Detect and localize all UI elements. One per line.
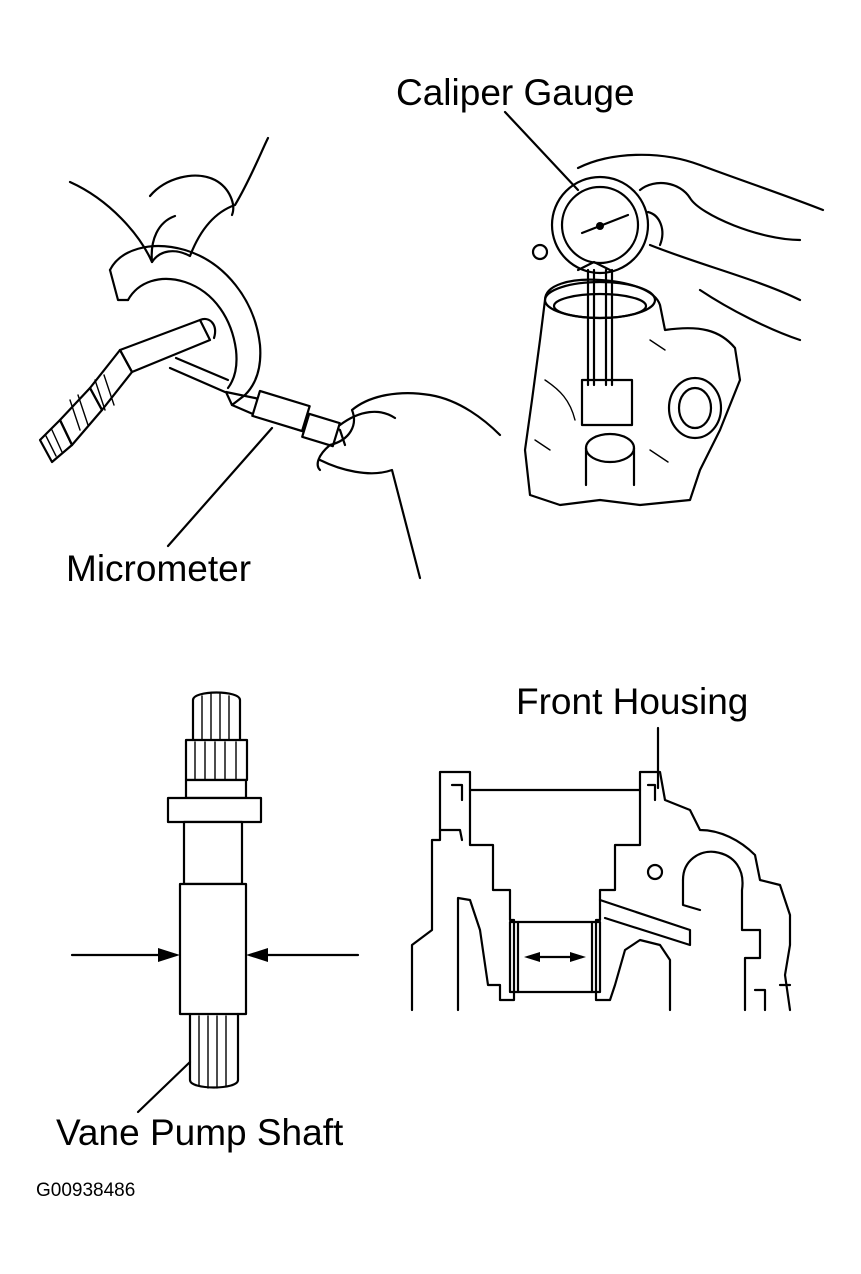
micrometer-label: Micrometer	[66, 548, 252, 589]
caliper-gauge-label: Caliper Gauge	[396, 72, 635, 113]
front-housing-section	[410, 726, 792, 1012]
micrometer-frame	[108, 245, 262, 397]
housing-bore	[508, 920, 602, 994]
shaft-leader-line	[136, 1060, 192, 1114]
shaft-body	[178, 882, 248, 1016]
micrometer-illustration	[38, 136, 502, 580]
micrometer-leader-line	[166, 426, 274, 548]
figure-code-label: G00938486	[36, 1180, 136, 1201]
micrometer-upper-hand	[68, 136, 270, 264]
caliper-gauge-illustration	[503, 110, 825, 507]
pump-housing	[523, 278, 742, 507]
vane-pump-shaft-illustration	[70, 691, 360, 1114]
caliper-leader-line	[503, 110, 580, 192]
measured-shaft	[118, 318, 212, 374]
micrometer-lower-hand	[328, 392, 502, 447]
caliper-hand	[576, 153, 825, 212]
front-housing-label: Front Housing	[516, 681, 749, 722]
shaft-collar	[166, 796, 263, 824]
front-housing-outline	[410, 770, 792, 1012]
vane-pump-shaft-label: Vane Pump Shaft	[56, 1112, 344, 1153]
